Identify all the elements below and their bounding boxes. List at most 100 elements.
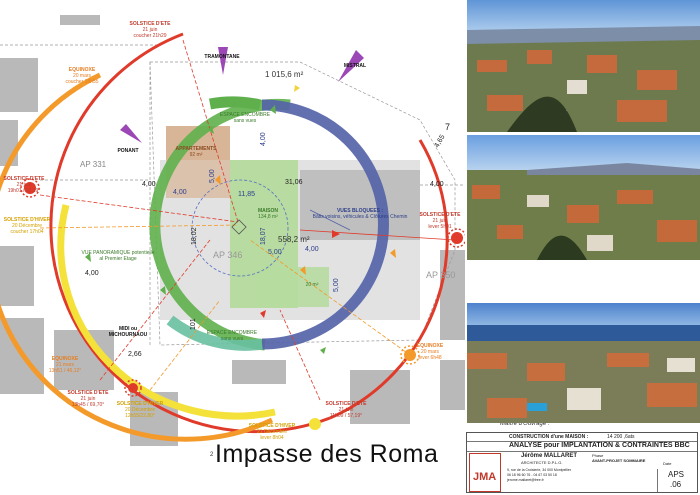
label-tramontane: TRAMONTANE [204, 54, 240, 60]
sun-markers [20, 178, 465, 430]
winter-sun-arc [57, 204, 276, 420]
label-solstice-ete-couchant: SOLSTICE D'ETE [130, 21, 172, 27]
parcel-ap346: AP 346 [213, 250, 242, 260]
label-solstice-hiver-lever: SOLSTICE D'HIVER [249, 423, 296, 429]
svg-text:MICHOURNAOU: MICHOURNAOU [109, 332, 148, 338]
svg-text:101: 101 [190, 318, 197, 330]
site-plan: SOLSTICE D'ETE 21 juin coucher 21h29 EQU… [0, 15, 465, 458]
label-midi: MIDI ou [119, 326, 137, 332]
svg-text:21 Décembre: 21 Décembre [257, 429, 287, 435]
label-espace-top: ESPACE ENCOMBRE [220, 112, 271, 118]
title-block: CONSTRUCTION d'une MAISON : 14 200 ,6ats… [466, 432, 698, 493]
svg-text:4,00: 4,00 [85, 270, 99, 277]
svg-text:2: 2 [210, 452, 214, 458]
summer-sun-arc [49, 32, 331, 434]
svg-text:5,00: 5,00 [268, 249, 282, 256]
parcel-ap350: AP 350 [426, 270, 455, 280]
svg-text:18,07: 18,07 [260, 227, 267, 245]
svg-text:coucher 18h55: coucher 18h55 [65, 79, 98, 85]
svg-text:sans vues: sans vues [221, 336, 244, 342]
label-appartements: APPARTEMENTS [175, 146, 217, 152]
svg-text:21 juin: 21 juin [339, 407, 354, 413]
label-ponant: PONANT [117, 148, 138, 154]
tramontane-arrow-icon [218, 47, 228, 75]
wind-arrows [120, 47, 364, 143]
svg-text:21 juin: 21 juin [17, 182, 32, 188]
svg-text:al Premier Etage: al Premier Etage [99, 256, 136, 262]
svg-text:coucher 21h29: coucher 21h29 [133, 33, 166, 39]
blocked-views-zone [300, 170, 420, 240]
svg-text:21 juin: 21 juin [143, 27, 158, 33]
svg-text:13h45 / 69,70°: 13h45 / 69,70° [72, 402, 105, 408]
parcel-ap331: AP 331 [80, 160, 107, 169]
svg-text:lever 8h04: lever 8h04 [260, 435, 284, 441]
label-solstice-hiver-left: SOLSTICE D'HIVER [4, 217, 51, 223]
label-equinoxe-bottom: EQUINOXE [52, 356, 79, 362]
svg-text:20 mars: 20 mars [421, 349, 440, 355]
jma-logo: JMA [469, 453, 501, 492]
svg-text:21 juin: 21 juin [433, 218, 448, 224]
label-mistral: MISTRAL [344, 63, 366, 69]
tb-sheet-num: .06 [670, 480, 682, 489]
label-equinoxe-lever: EQUINOXE [417, 343, 444, 349]
mistral-arrow-icon [338, 50, 364, 82]
svg-text:lever 6h48: lever 6h48 [418, 355, 442, 361]
label-solstice-ete-bottom-right: SOLSTICE D'ETE [326, 401, 368, 407]
label-small-area: 20 m² [306, 282, 319, 288]
svg-text:coucher 17h04: coucher 17h04 [10, 229, 43, 235]
label-vue-panoramique: VUE PANORAMIQUE potentielle [82, 250, 155, 256]
tb-architect-title: ARCHITECTE D.P.L.G. [521, 460, 563, 465]
green-view-ring [149, 98, 291, 351]
svg-text:12h55/22,80°: 12h55/22,80° [125, 413, 155, 419]
svg-text:21 juin: 21 juin [81, 396, 96, 402]
dimensions: 4,00 4,00 5,00 11,85 31,06 4,00 18,02 18… [85, 122, 450, 358]
svg-text:7: 7 [445, 122, 450, 132]
tb-surface: 14 200 ,6ats [607, 434, 635, 440]
svg-text:4,00: 4,00 [430, 181, 444, 188]
svg-text:20 mars: 20 mars [73, 73, 92, 79]
svg-text:5,00: 5,00 [333, 278, 340, 292]
svg-text:20 Décembre: 20 Décembre [125, 407, 155, 413]
label-vues-bloquees: VUES BLOQUEES : [337, 208, 383, 214]
aerial-photo-1 [467, 0, 700, 132]
svg-text:4,00: 4,00 [260, 132, 267, 146]
sun-rays [39, 39, 456, 401]
svg-text:sans vues: sans vues [234, 118, 257, 124]
tb-construction: CONSTRUCTION d'une MAISON : [509, 434, 589, 440]
label-area-total: 1 015,6 m² [265, 70, 304, 79]
label-espace-bottom: ESPACE ENCOMBRE [207, 330, 258, 336]
aerial-photo-3 [467, 303, 700, 423]
ponant-arrow-icon [120, 124, 142, 143]
aerial-photo-2 [467, 135, 700, 260]
svg-text:92 m²: 92 m² [190, 152, 203, 158]
svg-text:4,00: 4,00 [173, 189, 187, 196]
tb-phase: AVANT-PROJET SOMMAIRE [592, 458, 646, 463]
parcel-lines [0, 44, 465, 346]
tb-architect-name: Jérôme MALLARET [521, 453, 578, 459]
svg-text:4,00: 4,00 [142, 181, 156, 188]
label-area-inner: 558,2 m² [278, 235, 310, 244]
svg-text:18,02: 18,02 [191, 227, 198, 245]
label-solstice-ete-lever: SOLSTICE D'ETE [420, 212, 462, 218]
equinox-sun-arc [0, 72, 274, 442]
svg-text:lever 5h01: lever 5h01 [428, 224, 452, 230]
label-equinoxe-couchant: EQUINOXE [69, 67, 96, 73]
tb-subject: ANALYSE pour IMPLANTATION & CONTRAINTES … [509, 442, 690, 449]
svg-text:31,06: 31,06 [285, 179, 303, 186]
label-maison: MAISON [258, 208, 278, 214]
blue-blocked-ring [261, 99, 390, 350]
street-name: Impasse des Roma [215, 440, 439, 468]
svg-text:134,8 m²: 134,8 m² [258, 214, 278, 220]
tb-sheet-code: APS [668, 470, 685, 479]
svg-text:11,85: 11,85 [238, 191, 255, 198]
svg-text:Bâtis voisins, véhicules & Clô: Bâtis voisins, véhicules & Clôtures Chem… [313, 214, 408, 220]
svg-text:2,66: 2,66 [128, 351, 142, 358]
label-solstice-ete-left: SOLSTICE D'ETE [4, 176, 46, 182]
label-solstice-hiver-bottom: SOLSTICE D'HIVER [117, 401, 164, 407]
svg-text:21 mars: 21 mars [56, 362, 75, 368]
svg-text:13h51 / 46,12°: 13h51 / 46,12° [49, 368, 82, 374]
maitre-ouvrage: Maître d'Ouvrage : [500, 421, 550, 427]
svg-text:4,65: 4,65 [434, 134, 447, 149]
svg-text:4,00: 4,00 [305, 246, 319, 253]
